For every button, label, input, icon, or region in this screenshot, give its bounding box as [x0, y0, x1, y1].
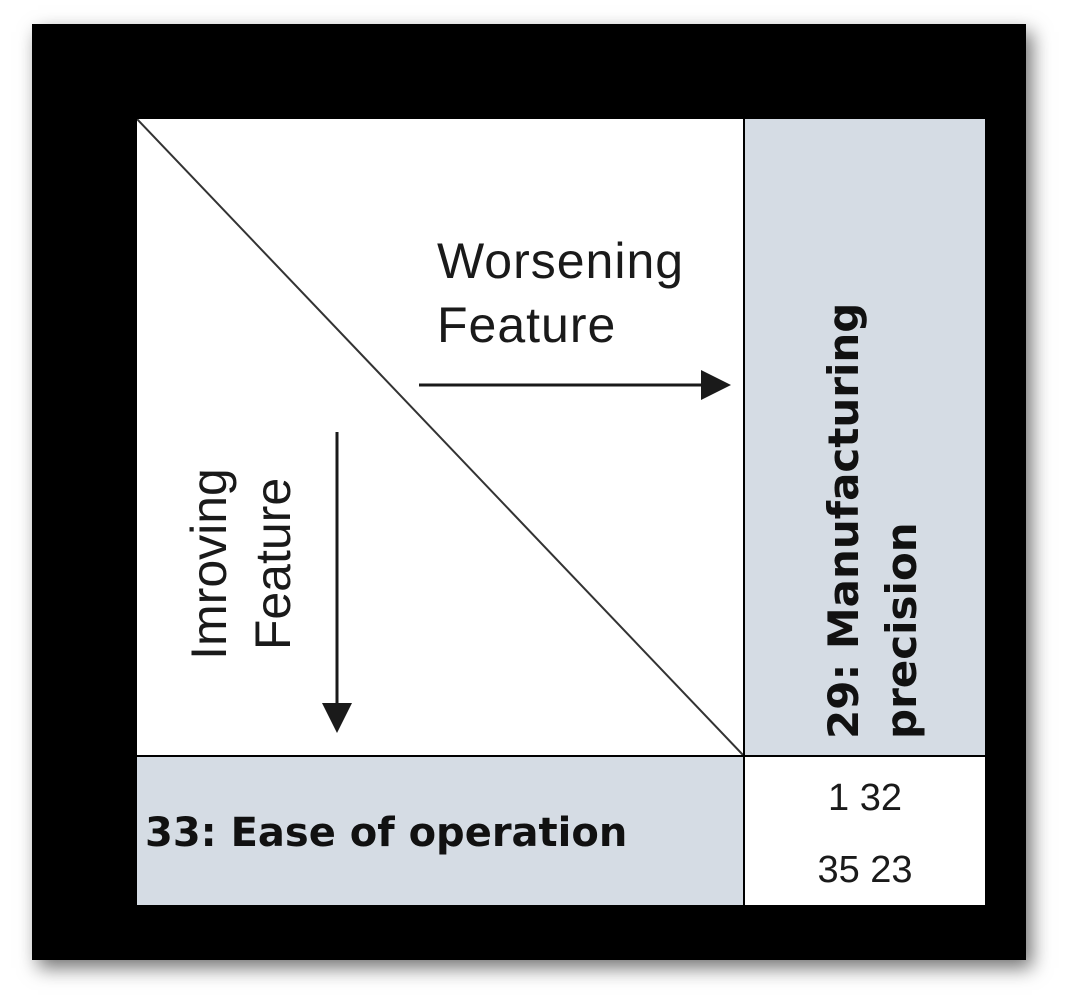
diagonal-divider: [137, 119, 743, 755]
column-parameter-label: 29: Manufacturing precision: [819, 302, 926, 739]
contradiction-matrix: Worsening Feature Imroving Feature 29: M…: [135, 117, 987, 909]
row-header-cell: 33: Ease of operation: [137, 757, 743, 905]
principles-line-1: 1 32: [828, 777, 902, 819]
principles-line-2: 35 23: [817, 849, 913, 891]
corner-cell: Worsening Feature Imroving Feature: [137, 119, 743, 755]
outer-frame: Worsening Feature Imroving Feature 29: M…: [32, 24, 1026, 960]
principles-cell: 1 32 35 23: [745, 757, 985, 905]
column-header-cell: 29: Manufacturing precision: [745, 119, 985, 755]
improving-feature-box: Imroving Feature: [177, 449, 407, 679]
improving-feature-label: Imroving Feature: [181, 468, 301, 660]
worsening-feature-label: Worsening Feature: [437, 233, 685, 353]
row-parameter-label: 33: Ease of operation: [145, 810, 628, 856]
column-header-box: 29: Manufacturing precision: [815, 302, 945, 749]
corner-graphics: [137, 119, 743, 755]
